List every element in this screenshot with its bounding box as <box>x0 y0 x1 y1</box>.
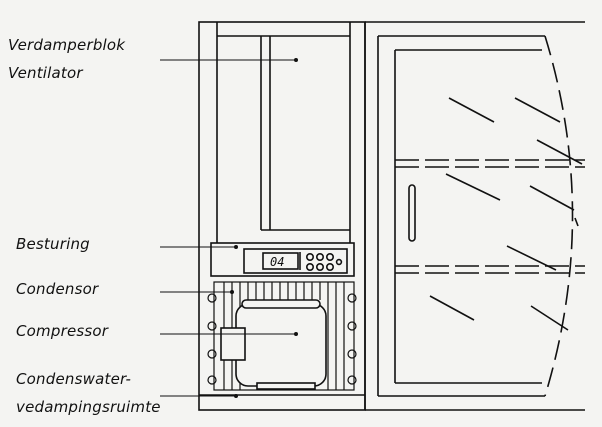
display-readout: 04 <box>270 255 284 269</box>
leader-dots <box>230 58 298 398</box>
label-compressor: Compressor <box>16 322 109 340</box>
control-panel <box>210 242 355 277</box>
label-condenser: Condensor <box>16 280 99 298</box>
glass-door <box>365 21 585 411</box>
label-condensate-line2: vedampingsruimte <box>16 398 161 416</box>
label-fan: Ventilator <box>8 64 83 82</box>
compressor-unit <box>220 299 327 390</box>
label-condensate-line1: Condenswater- <box>16 370 132 388</box>
label-evaporator-block: Verdamperblok <box>8 36 126 54</box>
leader-lines <box>160 59 296 397</box>
label-controls: Besturing <box>16 235 90 253</box>
cabinet-frame <box>198 21 366 411</box>
condenser-coil <box>207 281 357 391</box>
